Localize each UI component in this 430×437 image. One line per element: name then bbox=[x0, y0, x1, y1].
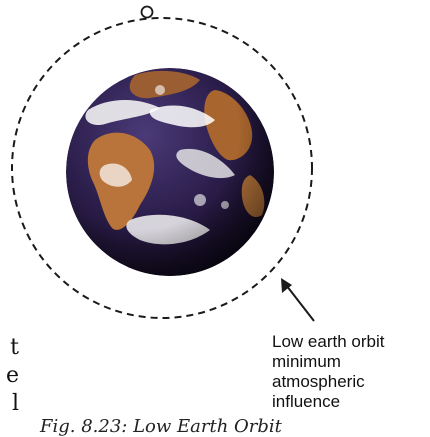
orbit-path bbox=[11, 17, 313, 319]
annotation-line: minimum bbox=[272, 352, 341, 371]
orbit-annotation-label: Low earth orbit minimum atmospheric infl… bbox=[272, 332, 430, 412]
annotation-arrow bbox=[281, 278, 315, 322]
body-text-fragment: t e l bbox=[0, 334, 19, 418]
annotation-line: Low earth orbit bbox=[272, 332, 385, 351]
satellite-icon bbox=[140, 5, 154, 19]
figure-caption: Fig. 8.23: Low Earth Orbit bbox=[40, 416, 282, 437]
body-text-line: l bbox=[11, 391, 19, 416]
annotation-line: influence bbox=[272, 392, 341, 411]
body-text-line: t bbox=[10, 335, 19, 360]
body-text-line: e bbox=[5, 363, 19, 388]
annotation-line: atmospheric bbox=[272, 372, 365, 391]
earth-globe bbox=[66, 68, 274, 276]
